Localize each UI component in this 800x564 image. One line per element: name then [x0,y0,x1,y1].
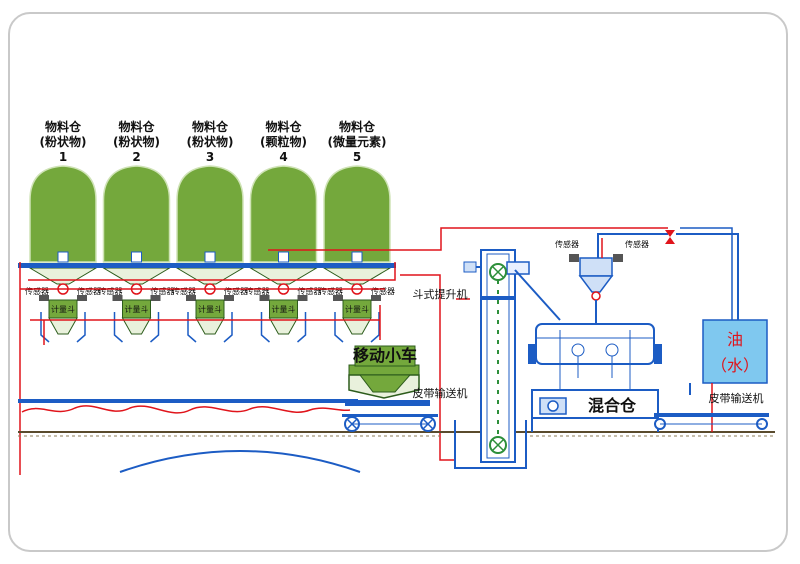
silo-support-beam [18,263,396,268]
load-cell [333,295,343,301]
weigh-hopper-cone [268,317,299,335]
load-cell [150,295,161,301]
weigh-hopper-cone [195,317,225,335]
underground-arc [119,450,361,473]
load-cell [39,295,49,301]
silo-level-sensor [204,251,216,263]
sensor-label: 传感器 [298,286,322,296]
silo-cone [175,267,245,285]
weigh-hopper-label: 计量斗 [198,304,222,314]
load-cell [371,295,381,301]
weigh-hopper-label: 计量斗 [125,304,149,314]
silo-signal-wires [19,227,668,475]
silo-number-label: 5 [353,150,361,164]
load-cell [77,295,87,301]
mobile-cart: 移动小车 [342,345,438,432]
weigh-hopper-cone [121,317,152,335]
silo-group: 物料仓(粉状物)1计量斗传感器传感器物料仓(粉状物)2计量斗传感器传感器物料仓(… [25,119,395,343]
belt-conveyor-right [654,413,769,430]
silo-type-label: (粉状物) [187,134,234,149]
water-label: （水） [711,356,759,375]
silo-name-label: 物料仓 [265,119,302,134]
mixer: 混合仓 [528,323,662,432]
hopper-bracket [370,312,380,343]
sensor-label: 传感器 [151,286,175,296]
hopper-bracket [260,312,270,343]
silo-level-sensor [278,251,289,263]
ground-line [18,431,775,437]
load-cell [112,295,123,301]
oil-water-pipe [665,227,739,320]
silo-type-label: (颗粒物) [260,134,307,149]
silo-number-label: 3 [206,150,214,164]
silo-body [29,165,97,263]
sensor-label: 传感器 [99,286,123,296]
silo-body [102,165,171,263]
mobile-cart-label: 移动小车 [353,346,417,365]
sensor-label-mixer-left: 传感器 [555,239,579,249]
silo-type-label: (粉状物) [40,134,87,149]
silo-cone [101,267,172,285]
hopper-bracket [223,312,233,343]
elevator-pit [454,420,527,469]
silo-name-label: 物料仓 [45,119,82,134]
silo-number-label: 4 [279,150,287,164]
silo-number-label: 2 [132,150,140,164]
belt-conveyor-right-label: 皮带输送机 [709,391,764,405]
sensor-label: 传感器 [246,286,270,296]
hopper-bracket [113,312,123,343]
silo-cone [322,267,392,285]
load-cell [186,295,196,301]
hopper-bracket [76,312,86,343]
bucket-elevator [463,249,561,463]
silo-level-sensor [131,251,142,263]
silo-type-label: (微量元素) [328,134,387,149]
load-cell [297,295,308,301]
weigh-hopper-label: 计量斗 [272,304,296,314]
silo-name-label: 物料仓 [192,119,229,134]
hopper-bracket [334,312,344,343]
hopper-bracket [150,312,160,343]
silo-cone [28,267,98,285]
belt-conveyor-left-label: 皮带输送机 [413,386,468,400]
weigh-hopper-cone [48,317,78,335]
silo-body [249,165,318,263]
silo-level-sensor [351,251,363,263]
sensor-label: 传感器 [224,286,248,296]
sensor-label: 传感器 [77,286,101,296]
sensor-label: 传感器 [319,286,343,296]
silo-level-sensor [57,251,69,263]
hopper-bracket [297,312,307,343]
weigh-hopper-cone [342,317,372,335]
silo-type-label: (粉状物) [113,134,160,149]
weigh-hopper-label: 计量斗 [51,304,75,314]
lower-conveyor [18,399,358,414]
silo-name-label: 物料仓 [339,119,376,134]
silo-name-label: 物料仓 [118,119,155,134]
load-cell [259,295,270,301]
hopper-bracket [187,312,197,343]
load-cell [224,295,234,301]
sensor-label: 传感器 [172,286,196,296]
sensor-label-mixer-right: 传感器 [625,239,649,249]
silo-cone [248,267,319,285]
weigh-hopper-label: 计量斗 [345,304,369,314]
sensor-label: 传感器 [371,286,395,296]
mixer-feed-hopper [569,233,668,325]
oil-label: 油 [727,330,743,349]
hopper-bracket [40,312,50,343]
mixing-bin-label: 混合仓 [588,396,637,415]
silo-number-label: 1 [59,150,67,164]
bucket-elevator-label: 斗式提升机 [413,287,468,301]
silo-body [323,165,391,263]
sensor-label: 传感器 [25,286,49,296]
silo-body [176,165,244,263]
